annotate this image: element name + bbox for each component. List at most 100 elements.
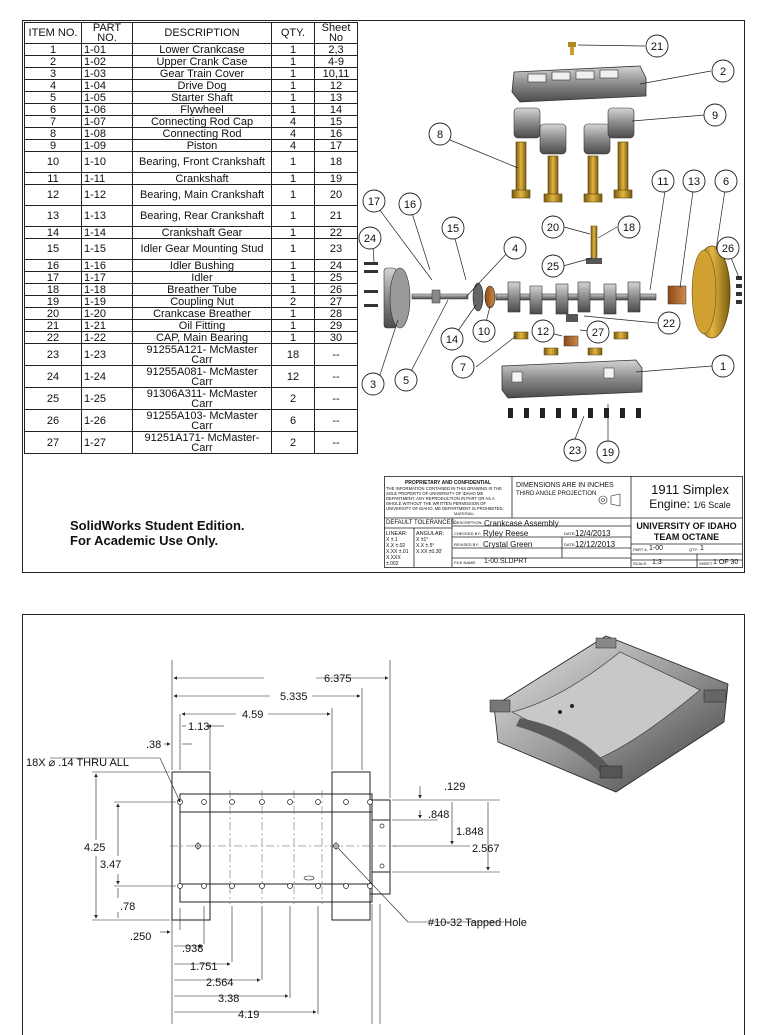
- bom-cell-item: 25: [24, 387, 82, 410]
- crankshaft-part: [495, 281, 657, 315]
- bom-cell-sheet: 12: [314, 79, 358, 92]
- left-dimension-lines: [92, 771, 176, 921]
- part-number-value: 1-00: [649, 545, 664, 552]
- balloon-21: 21: [651, 41, 663, 53]
- oil-port: [303, 875, 315, 881]
- crankcase-breather-part: [586, 225, 602, 264]
- bom-cell-sheet: 29: [314, 319, 358, 332]
- bom-cell-sheet: 20: [314, 184, 358, 206]
- bom-cell-item: 27: [24, 431, 82, 454]
- balloon-18: 18: [623, 222, 635, 234]
- bom-cell-item: 14: [24, 226, 82, 239]
- bom-cell-part: 1-23: [81, 343, 133, 366]
- bom-cell-qty: 2: [271, 431, 315, 454]
- part-number-label: PART #:: [633, 547, 648, 552]
- bom-cell-item: 18: [24, 283, 82, 296]
- bom-cell-item: 5: [24, 91, 82, 104]
- main-bearing-part: [563, 314, 579, 347]
- pistons-part: [513, 107, 635, 155]
- balloon-8: 8: [437, 129, 443, 141]
- bom-cell-sheet: 17: [314, 139, 358, 152]
- bom-cell-description: Piston: [132, 139, 272, 152]
- bom-cell-sheet: 10,11: [314, 67, 358, 80]
- bom-cell-sheet: 26: [314, 283, 358, 296]
- dim-113: 1.13: [188, 721, 209, 733]
- watermark-line-2: For Academic Use Only.: [70, 533, 219, 548]
- dim-1848: 1.848: [456, 826, 484, 838]
- rear-bearing-part: [667, 285, 687, 305]
- bom-cell-description: Oil Fitting: [132, 319, 272, 332]
- bom-cell-description: Idler: [132, 271, 272, 284]
- bom-cell-qty: 2: [271, 387, 315, 410]
- balloon-17: 17: [368, 196, 380, 208]
- bom-cell-description: Crankshaft Gear: [132, 226, 272, 239]
- bom-cell-qty: 4: [271, 139, 315, 152]
- bom-cell-part: 1-02: [81, 55, 133, 68]
- bom-cell-item: 7: [24, 115, 82, 128]
- checked-by-value: Ryley Reese: [483, 529, 529, 538]
- qty-value: 1: [700, 545, 704, 552]
- bom-cell-description: Drive Dog: [132, 79, 272, 92]
- bom-cell-description: Breather Tube: [132, 283, 272, 296]
- bom-cell-part: 1-17: [81, 271, 133, 284]
- bom-cell-item: 22: [24, 331, 82, 344]
- dim-250: .250: [130, 931, 151, 943]
- bom-cell-part: 1-15: [81, 238, 133, 260]
- description-value: Crankcase Assembly: [484, 519, 559, 528]
- bom-cell-description: 91255A121- McMaster Carr: [132, 343, 272, 366]
- bom-cell-item: 16: [24, 259, 82, 272]
- dimension-texts: 6.375 5.335 4.59 1.13 .38 18X ⌀ .14 THRU…: [26, 673, 527, 1021]
- bom-cell-qty: 1: [271, 91, 315, 104]
- balloon-3: 3: [370, 379, 376, 391]
- sheet-label: SHEET: [699, 561, 713, 566]
- dim-2564: 2.564: [206, 977, 234, 989]
- balloon-5: 5: [403, 375, 409, 387]
- bom-header-sheet: Sheet No: [314, 22, 358, 44]
- dim-78: .78: [120, 901, 135, 913]
- bom-cell-sheet: --: [314, 409, 358, 432]
- balloon-23: 23: [569, 445, 581, 457]
- linear-tol-3: X.XX ±.01: [386, 549, 409, 555]
- bom-cell-qty: 1: [271, 172, 315, 185]
- bom-header-row: ITEM NO. PART NO. DESCRIPTION QTY. Sheet…: [24, 22, 358, 44]
- bom-cell-part: 1-21: [81, 319, 133, 332]
- bom-cell-sheet: 28: [314, 307, 358, 320]
- bom-cell-part: 1-05: [81, 91, 133, 104]
- upper-crankcase-part: [511, 65, 647, 103]
- sheet-value: 1 OF 30: [713, 559, 739, 566]
- balloon-26: 26: [722, 243, 734, 255]
- dim-419: 4.19: [238, 1009, 259, 1021]
- linear-label: LINEAR:: [386, 531, 408, 537]
- bom-cell-part: 1-22: [81, 331, 133, 344]
- dim-459: 4.59: [242, 709, 263, 721]
- bom-cell-item: 1: [24, 43, 82, 56]
- bom-cell-sheet: 14: [314, 103, 358, 116]
- bom-cell-qty: 4: [271, 127, 315, 140]
- bom-cell-sheet: 4-9: [314, 55, 358, 68]
- bom-cell-qty: 18: [271, 343, 315, 366]
- bom-cell-sheet: 25: [314, 271, 358, 284]
- dim-1751: 1.751: [190, 961, 218, 973]
- watermark-line-1: SolidWorks Student Edition.: [70, 518, 245, 533]
- bom-cell-description: Bearing, Rear Crankshaft: [132, 205, 272, 227]
- plan-view-centerlines: [170, 790, 396, 904]
- bom-cell-part: 1-04: [81, 79, 133, 92]
- holes-note: 18X ⌀ .14 THRU ALL: [26, 757, 129, 769]
- balloon-7: 7: [460, 362, 466, 374]
- bom-cell-item: 24: [24, 365, 82, 388]
- bom-header-description: DESCRIPTION: [132, 22, 272, 44]
- balloon-24: 24: [364, 233, 376, 245]
- bom-header-item: ITEM NO.: [24, 22, 82, 44]
- linear-tolerances: LINEAR: X ±.1 X.X ±.02 X.XX ±.01 X.XXX ±…: [386, 531, 413, 567]
- flywheel-part: [691, 245, 731, 339]
- bom-cell-qty: 1: [271, 55, 315, 68]
